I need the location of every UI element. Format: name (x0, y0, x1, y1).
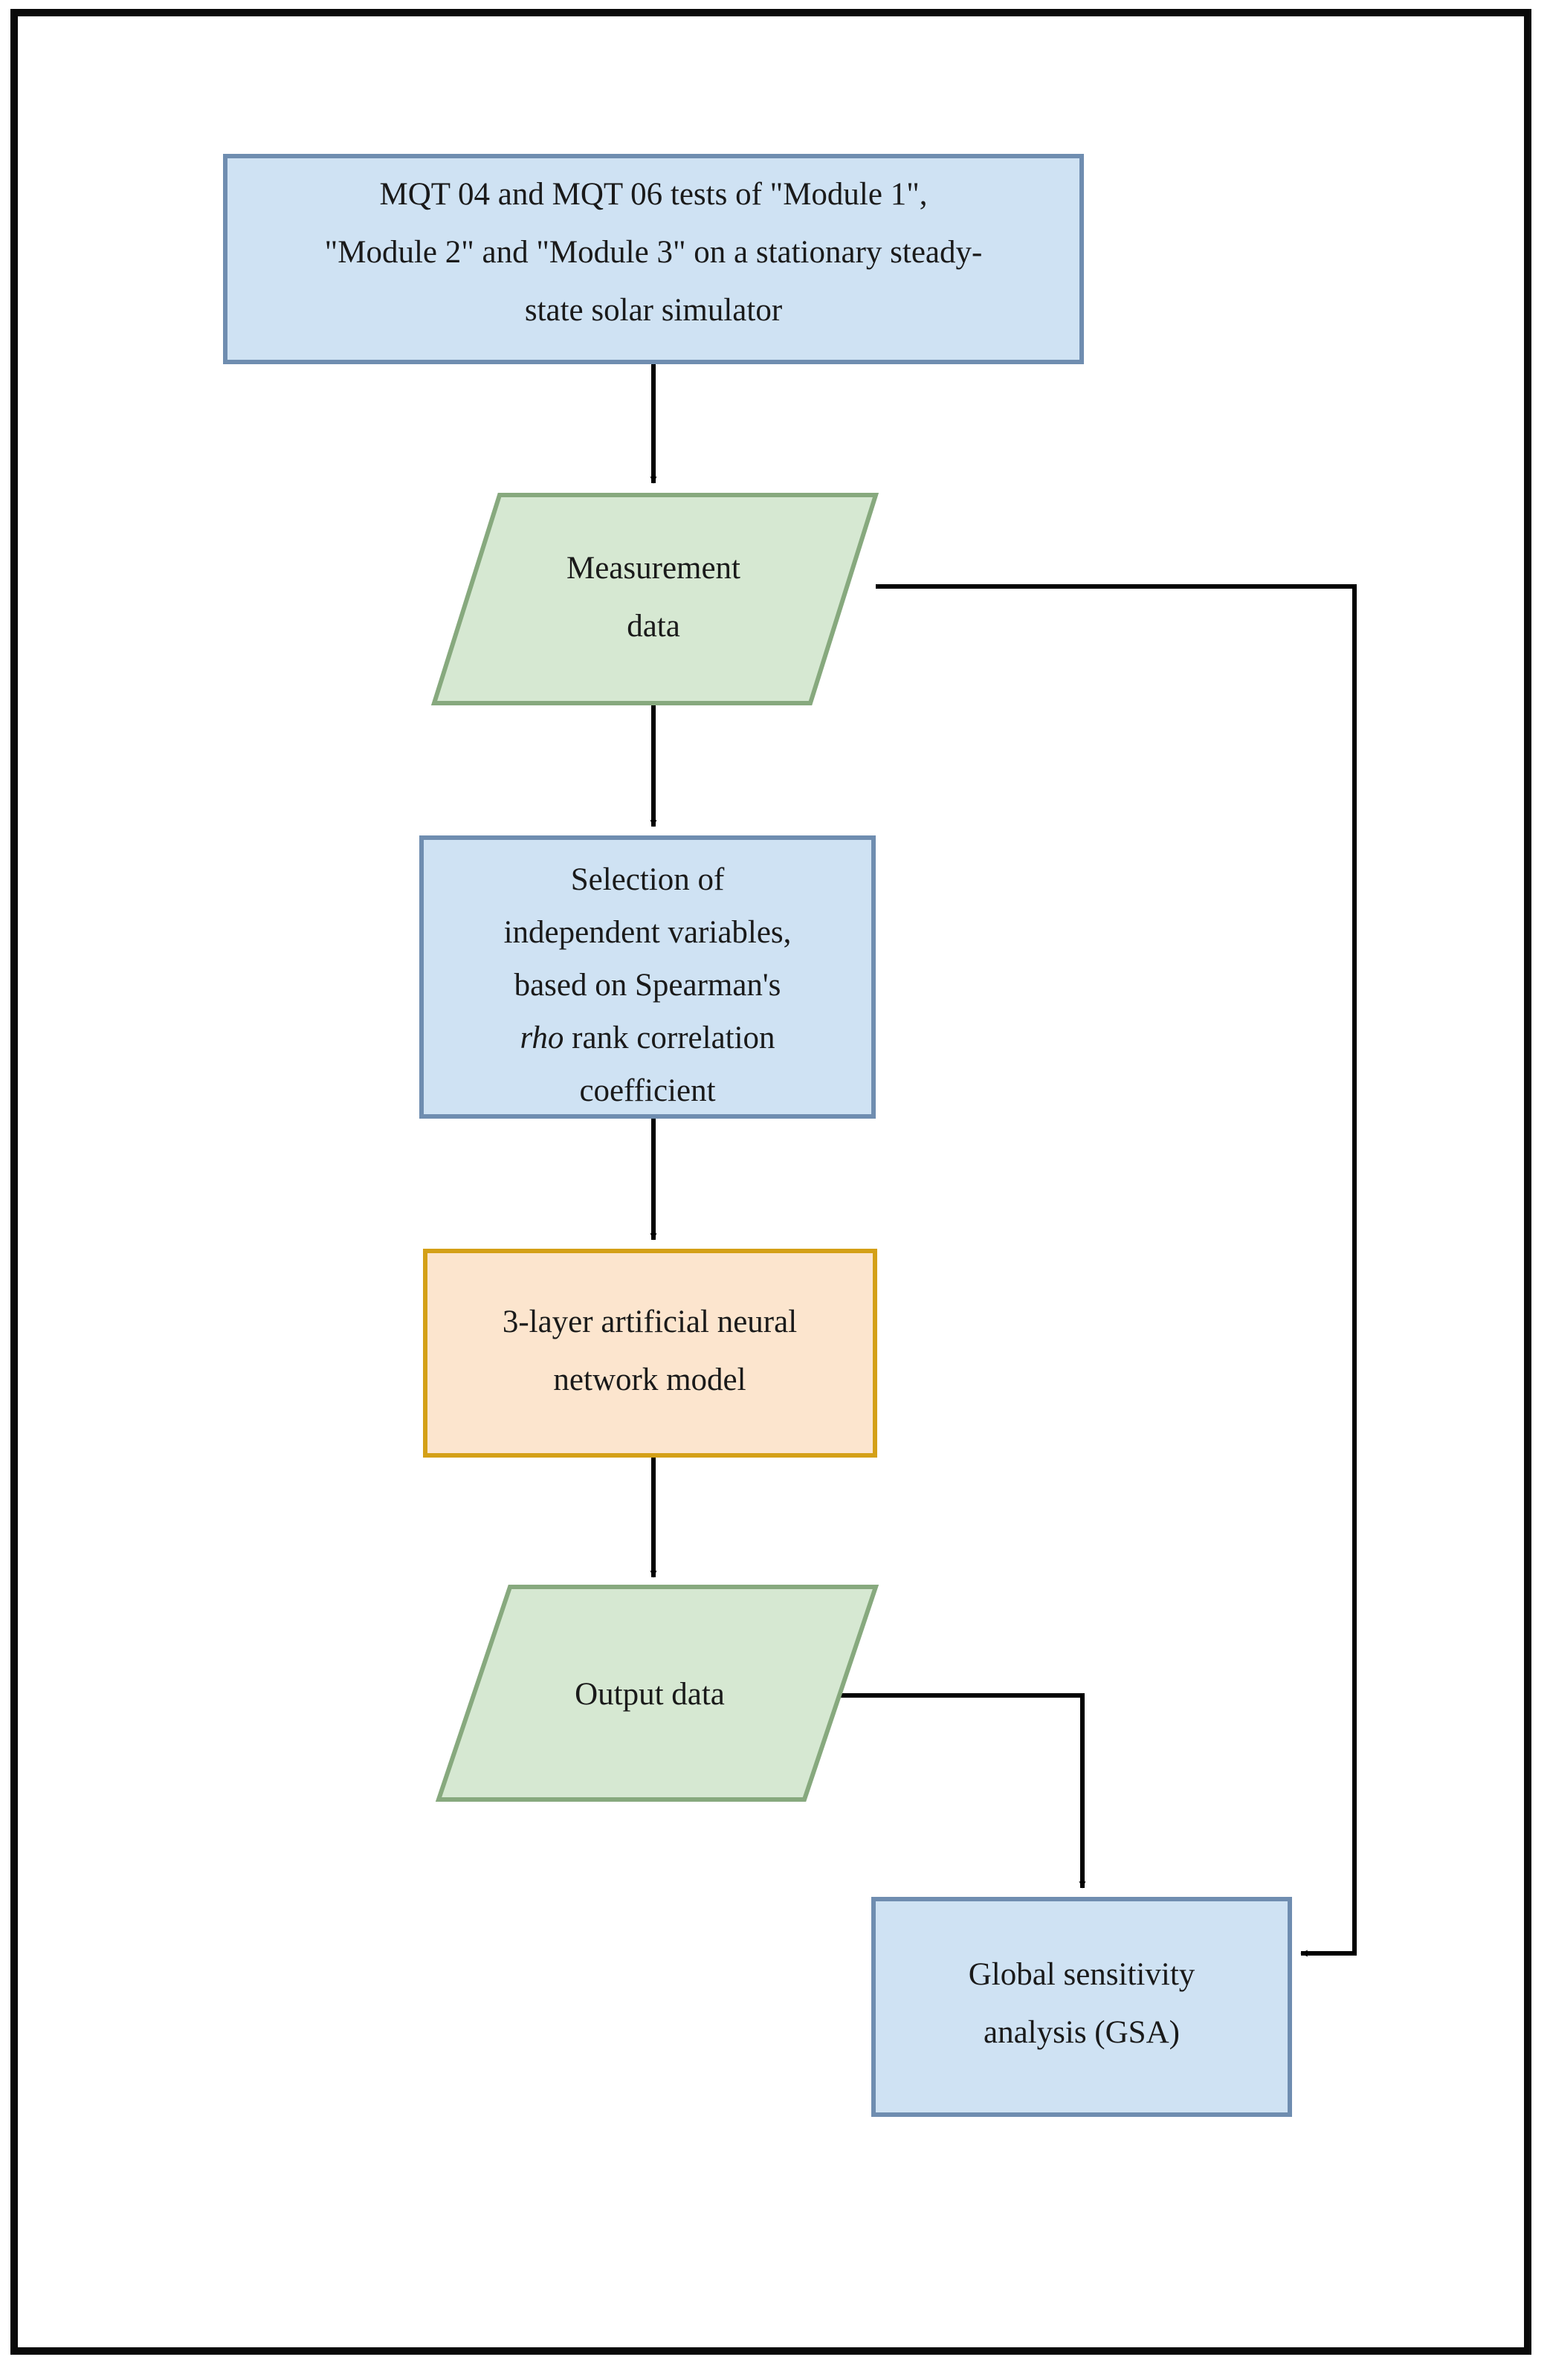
node-ann-model-line-2: network model (553, 1362, 746, 1397)
edge-measurement-to-gsa-feedback (876, 584, 1357, 1957)
node-mqt-tests-line-2: "Module 2" and "Module 3" on a stationar… (325, 235, 983, 270)
node-output-data-line-1: Output data (575, 1677, 725, 1712)
node-mqt-tests[interactable]: MQT 04 and MQT 06 tests of "Module 1", "… (223, 154, 1084, 364)
figure-frame-border (10, 9, 1531, 2355)
node-variable-selection[interactable]: Selection of independent variables, base… (419, 835, 876, 1119)
node-variable-selection-line-3: based on Spearman's (514, 968, 781, 1003)
node-variable-selection-line-4: rho rank correlation (520, 1021, 775, 1055)
node-gsa[interactable]: Global sensitivity analysis (GSA) (871, 1897, 1292, 2117)
node-measurement-data-line-2: data (627, 609, 680, 644)
node-mqt-tests-shape[interactable] (223, 154, 1084, 364)
node-measurement-data-shape[interactable] (430, 493, 879, 705)
spearman-rho-token: rho (520, 1021, 564, 1055)
node-variable-selection-line-2: independent variables, (504, 915, 792, 950)
node-ann-model[interactable]: 3-layer artificial neural network model (423, 1249, 877, 1458)
node-variable-selection-line-1: Selection of (571, 862, 725, 897)
node-gsa-line-2: analysis (GSA) (984, 2015, 1180, 2050)
edge-output-to-gsa (825, 1693, 1086, 1889)
node-ann-model-shape[interactable] (423, 1249, 877, 1458)
node-variable-selection-shape[interactable] (419, 835, 876, 1119)
node-ann-model-line-1: 3-layer artificial neural (503, 1304, 797, 1339)
node-gsa-shape[interactable] (871, 1897, 1292, 2117)
node-measurement-data-line-1: Measurement (566, 551, 740, 586)
node-output-data-shape[interactable] (435, 1585, 879, 1802)
node-variable-selection-line-5: coefficient (579, 1073, 715, 1108)
node-output-data[interactable]: Output data (435, 1585, 879, 1802)
node-mqt-tests-line-1: MQT 04 and MQT 06 tests of "Module 1", (379, 177, 927, 212)
node-measurement-data[interactable]: Measurement data (430, 493, 879, 705)
node-gsa-line-1: Global sensitivity (969, 1957, 1195, 1992)
node-mqt-tests-line-3: state solar simulator (525, 293, 782, 328)
